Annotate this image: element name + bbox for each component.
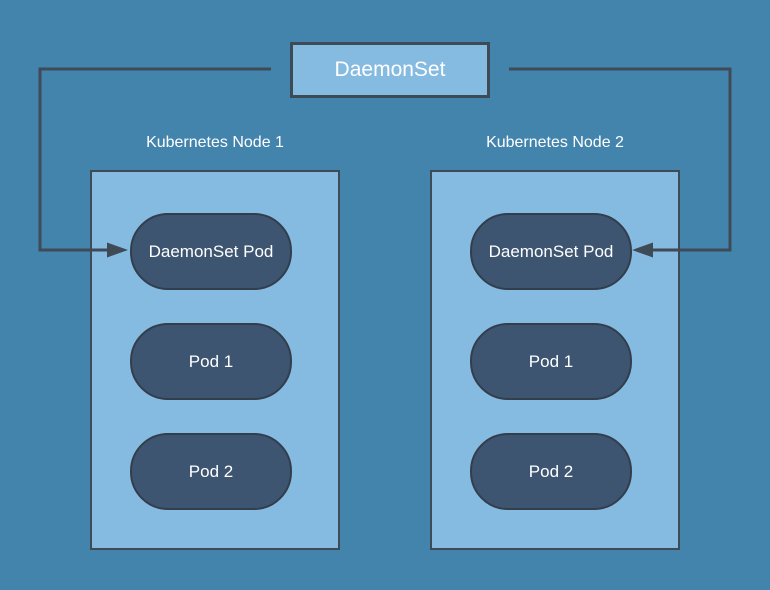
node2-daemonset-pod-label: DaemonSet Pod [488,241,614,261]
node1-pod-2-label: Pod 2 [188,461,234,481]
node2-daemonset-pod: DaemonSet Pod [470,213,632,290]
node2-box: DaemonSet Pod Pod 1 Pod 2 [430,170,680,550]
node2-pod-2-label: Pod 2 [528,461,574,481]
node1-daemonset-pod: DaemonSet Pod [130,213,292,290]
node1-pod-1-label: Pod 1 [188,351,234,371]
node1-daemonset-pod-label: DaemonSet Pod [148,241,274,261]
node1-pod-2: Pod 2 [130,433,292,510]
node2-pod-2: Pod 2 [470,433,632,510]
node1-box: DaemonSet Pod Pod 1 Pod 2 [90,170,340,550]
daemonset-box: DaemonSet [290,42,490,98]
node2-pod-1-label: Pod 1 [528,351,574,371]
daemonset-label: DaemonSet [334,58,446,81]
node1-title: Kubernetes Node 1 [146,134,284,151]
node2-pod-1: Pod 1 [470,323,632,400]
node1-pod-1: Pod 1 [130,323,292,400]
node2-title: Kubernetes Node 2 [486,134,624,151]
